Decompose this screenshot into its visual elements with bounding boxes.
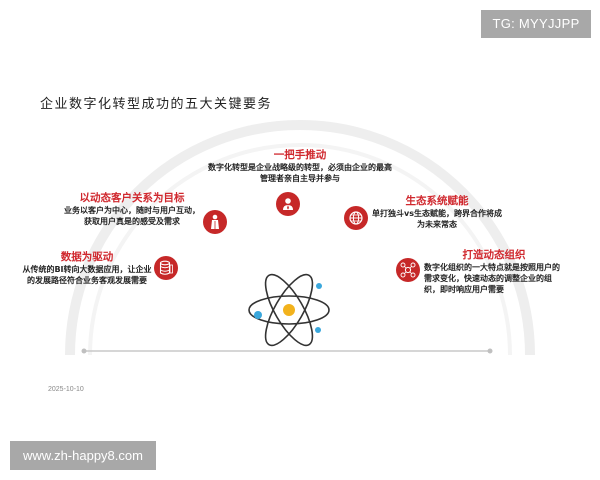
url-watermark: www.zh-happy8.com (10, 441, 156, 470)
globe-icon (344, 206, 368, 230)
key-task-customer: 以动态客户关系为目标 业务以客户为中心，随时与用户互动，获取用户真是的感受及需求 (62, 192, 202, 227)
page-title: 企业数字化转型成功的五大关键要务 (40, 97, 273, 112)
key-task-dynamic-org: 打造动态组织 数字化组织的一大特点就是按照用户的需求变化，快速动态的调整企业的组… (424, 249, 564, 295)
tg-watermark: TG: MYYJJPP (481, 10, 591, 38)
key-task-heading: 打造动态组织 (462, 249, 526, 261)
network-icon (396, 258, 420, 282)
key-task-description: 数字化组织的一大特点就是按照用户的需求变化，快速动态的调整企业的组织，即时响应用… (424, 263, 560, 294)
atom-icon (248, 273, 330, 347)
key-task-description: 业务以客户为中心，随时与用户互动，获取用户真是的感受及需求 (64, 206, 200, 226)
key-task-heading: 数据为驱动 (60, 251, 114, 263)
manager-icon (276, 192, 300, 216)
key-task-heading: 一把手推动 (273, 149, 327, 161)
key-task-ecosystem: 生态系统赋能 单打独斗vs生态赋能，跨界合作将成为未来常态 (372, 195, 502, 230)
customer-icon (203, 210, 227, 234)
key-task-description: 数字化转型是企业战略级的转型，必须由企业的最高管理者亲自主导并参与 (208, 163, 392, 183)
key-task-heading: 以动态客户关系为目标 (79, 192, 185, 204)
key-task-description: 从传统的BI转向大数据应用，让企业的发展路径符合业务客观发展需要 (22, 265, 152, 285)
key-task-leadership: 一把手推动 数字化转型是企业战略级的转型，必须由企业的最高管理者亲自主导并参与 (195, 149, 405, 184)
publish-date: 2025-10-10 (48, 386, 84, 393)
key-task-data-driven: 数据为驱动 从传统的BI转向大数据应用，让企业的发展路径符合业务客观发展需要 (22, 251, 152, 286)
key-task-heading: 生态系统赋能 (405, 195, 469, 207)
database-icon (154, 256, 178, 280)
key-task-description: 单打独斗vs生态赋能，跨界合作将成为未来常态 (372, 209, 502, 229)
